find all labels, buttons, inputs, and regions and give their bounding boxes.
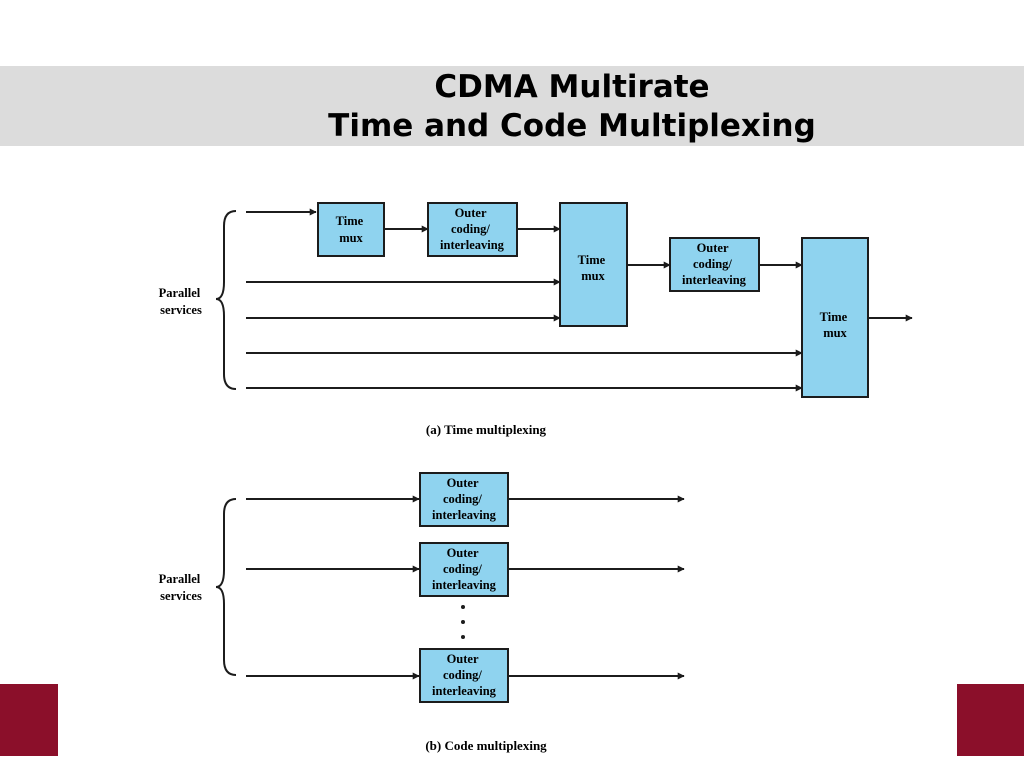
caption-a: (a) Time multiplexing xyxy=(426,422,547,437)
caption-b: (b) Code multiplexing xyxy=(425,738,547,753)
brace-a xyxy=(215,210,237,390)
time-mux-box-3: Time mux xyxy=(801,237,869,398)
svg-text:Outer coding/: Outer coding/ interleaving xyxy=(432,476,497,522)
svg-text:Time mux: Time mux xyxy=(820,310,851,340)
code-multiplexing-diagram: Parallel services Outer coding/ interlea… xyxy=(159,472,685,753)
slide-title-line-2: Time and Code Multiplexing xyxy=(328,108,816,144)
accent-block-right xyxy=(957,684,1024,756)
title-band xyxy=(0,66,1024,146)
outer-coding-box-a1: Outer coding/ interleaving xyxy=(427,202,518,257)
svg-text:Outer coding/: Outer coding/ interleaving xyxy=(432,546,497,592)
svg-text:Outer coding/: Outer coding/ interleaving xyxy=(682,241,747,287)
parallel-services-label-b: Parallel services xyxy=(159,572,204,603)
slide-title-line-1: CDMA Multirate xyxy=(434,69,710,105)
time-mux-box-1: Time mux xyxy=(317,202,385,257)
time-mux-box-2: Time mux xyxy=(559,202,628,327)
time-multiplexing-diagram: Parallel services Time mux Outer coding/… xyxy=(159,202,913,437)
svg-text:Time mux: Time mux xyxy=(578,253,609,283)
accent-block-left xyxy=(0,684,58,756)
outer-coding-box-a2: Outer coding/ interleaving xyxy=(669,237,760,292)
vertical-ellipsis xyxy=(461,605,465,639)
outer-coding-box-b3: Outer coding/ interleaving xyxy=(419,648,509,703)
outer-coding-box-b1: Outer coding/ interleaving xyxy=(419,472,509,527)
svg-text:Outer coding/: Outer coding/ interleaving xyxy=(440,206,505,252)
svg-text:Time mux: Time mux xyxy=(336,214,367,245)
parallel-services-label-a: Parallel services xyxy=(159,286,204,317)
slide-title: CDMA Multirate Time and Code Multiplexin… xyxy=(0,66,1024,148)
brace-b xyxy=(215,498,237,676)
outer-coding-box-b2: Outer coding/ interleaving xyxy=(419,542,509,597)
svg-text:Outer coding/: Outer coding/ interleaving xyxy=(432,652,497,698)
